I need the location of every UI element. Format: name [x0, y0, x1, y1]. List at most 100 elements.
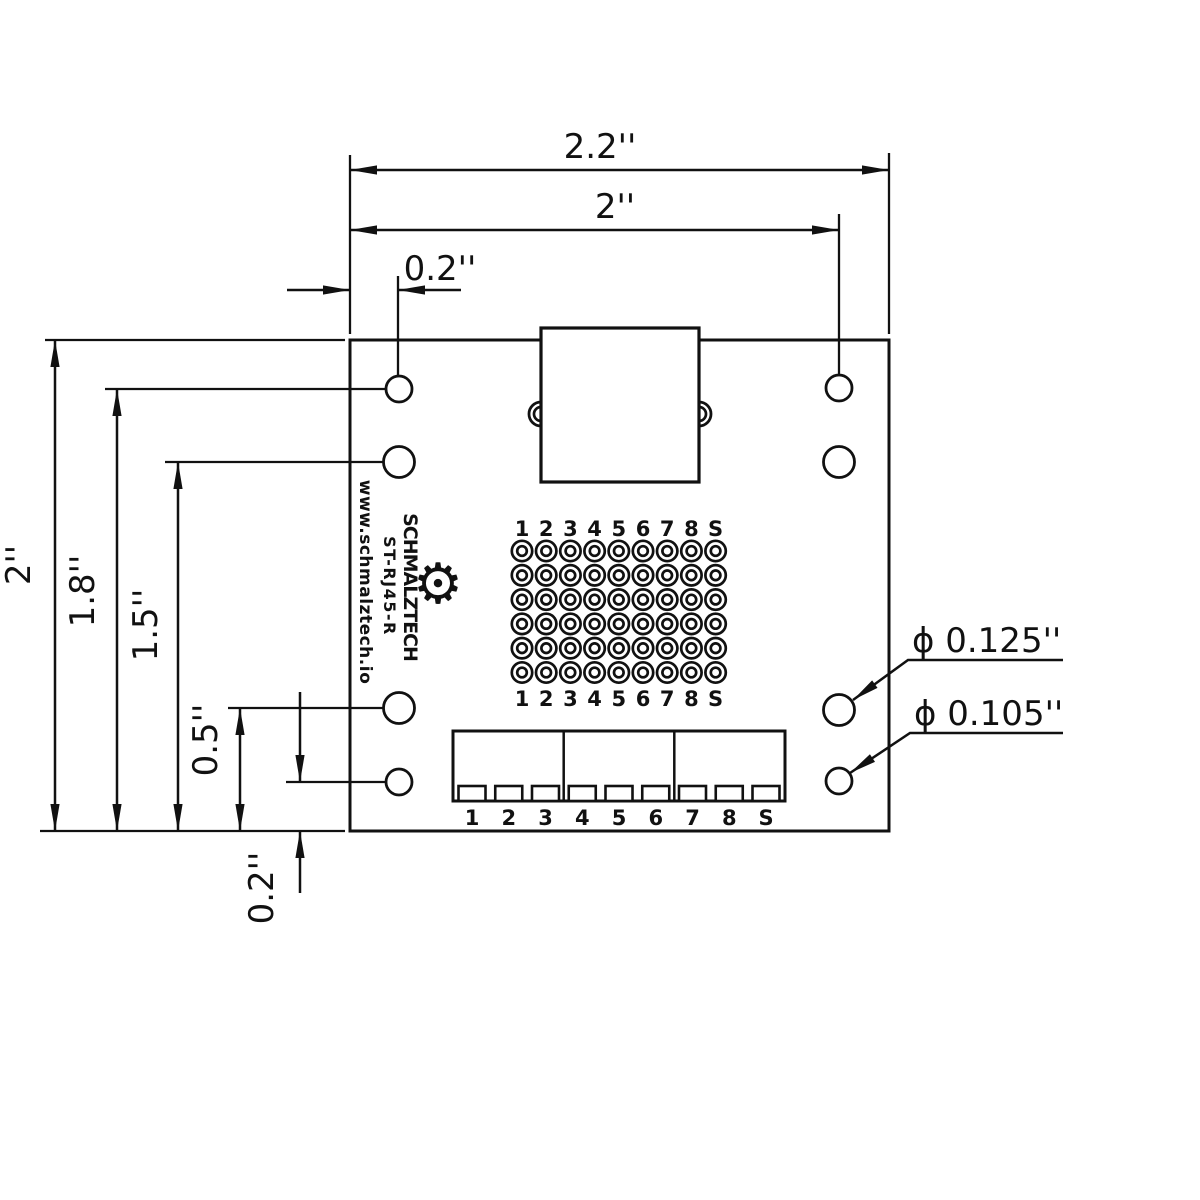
through-hole-pad: [515, 617, 529, 631]
through-hole-pad: [558, 539, 582, 563]
through-hole-pad: [631, 612, 655, 636]
through-hole-pad: [564, 617, 577, 631]
mounting-hole-large: [382, 445, 416, 479]
pad-label: 8: [684, 517, 699, 541]
through-hole-pad: [588, 617, 601, 631]
pad-label: 6: [648, 806, 663, 830]
through-hole-pad: [612, 569, 625, 582]
through-hole-pad: [709, 617, 722, 631]
callout-leader-small-hole: [849, 731, 1063, 775]
through-hole-pad: [558, 636, 582, 660]
through-hole-pad: [564, 593, 577, 606]
through-hole-pad: [704, 660, 728, 685]
pad-label: 2: [539, 687, 554, 711]
through-hole-pad: [583, 636, 607, 660]
through-hole-pad: [704, 636, 728, 660]
through-hole-pad: [588, 666, 601, 679]
dim-label-hole-span: 2'': [595, 187, 635, 227]
through-hole-pad: [588, 593, 601, 606]
through-hole-pad: [679, 636, 703, 660]
through-hole-pad: [655, 660, 679, 685]
through-hole-pad: [583, 539, 607, 563]
through-hole-pad: [583, 588, 607, 612]
through-hole-pad: [583, 563, 607, 587]
mounting-hole-large: [382, 691, 416, 725]
through-hole-pad: [704, 588, 728, 612]
dim-label-row3-height: 0.5'': [186, 704, 226, 777]
terminal-pad: [604, 784, 634, 803]
through-hole-pad: [515, 544, 529, 558]
pad-label: 6: [636, 517, 651, 541]
through-hole-pad: [510, 563, 534, 587]
pad-label: 7: [660, 687, 675, 711]
through-hole-pad: [588, 569, 601, 582]
mounting-hole-large: [822, 445, 856, 479]
through-hole-pad: [631, 563, 655, 587]
through-hole-pad: [636, 642, 650, 655]
through-hole-pad: [636, 593, 650, 606]
through-hole-pad: [655, 612, 679, 636]
pad-label: 1: [465, 806, 480, 830]
pad-label: 3: [563, 517, 578, 541]
through-hole-pad: [679, 660, 703, 685]
through-hole-pad: [612, 593, 625, 606]
through-hole-pad: [515, 569, 529, 582]
through-hole-pad: [636, 569, 650, 582]
through-hole-pad: [655, 636, 679, 660]
through-hole-pad: [540, 642, 553, 655]
through-hole-pad: [540, 544, 553, 558]
through-hole-pad: [661, 642, 674, 655]
silkscreen-url: www.schmalztech.io: [355, 480, 375, 685]
silkscreen-brand: SCHMALZTECH: [399, 513, 421, 661]
pad-label: 4: [587, 517, 602, 541]
dimension-lines: [50, 165, 889, 893]
dim-label-row1-height: 1.8'': [63, 555, 103, 628]
through-hole-pad: [631, 636, 655, 660]
terminal-pad: [751, 784, 781, 803]
through-hole-pad: [607, 588, 631, 612]
pad-label: 3: [538, 806, 553, 830]
terminal-pad: [567, 784, 598, 803]
through-hole-pad: [564, 544, 577, 558]
gear-logo-icon: ⚙: [413, 552, 463, 617]
through-hole-pad: [607, 636, 631, 660]
through-hole-pad: [558, 563, 582, 587]
through-hole-pad: [510, 539, 534, 563]
dim-label-bottom-offset: 0.2'': [242, 852, 282, 925]
through-hole-pad: [588, 544, 601, 558]
through-hole-pad: [685, 593, 698, 606]
through-hole-pad: [558, 612, 582, 636]
through-hole-pad: [636, 666, 650, 679]
through-hole-pad: [510, 660, 534, 685]
callout-leader-large-hole: [852, 658, 1063, 702]
hole-callouts: ϕ 0.125'' ϕ 0.105'': [849, 621, 1063, 775]
mounting-hole-small: [384, 374, 414, 404]
through-hole-pad: [661, 593, 674, 606]
dim-label-row2-height: 1.5'': [126, 589, 166, 662]
through-hole-pad: [607, 660, 631, 685]
terminal-pad: [677, 784, 708, 803]
pad-label: 5: [611, 687, 626, 711]
through-hole-pad: [679, 612, 703, 636]
silkscreen-part-number: ST-RJ45-R: [380, 536, 399, 636]
terminal-pad: [640, 784, 671, 803]
through-hole-pad: [709, 666, 722, 679]
terminal-pad: [530, 784, 561, 803]
mounting-hole-small: [384, 767, 414, 797]
callout-label-large-hole: ϕ 0.125'': [912, 621, 1061, 661]
through-hole-pad: [685, 617, 698, 631]
pad-label: 5: [612, 806, 627, 830]
terminal-pad: [457, 784, 487, 803]
through-hole-pad: [709, 642, 722, 655]
through-hole-pad: [661, 666, 674, 679]
pad-label: 4: [575, 806, 590, 830]
pad-label: 3: [563, 687, 578, 711]
through-hole-pad: [655, 563, 679, 587]
dim-label-overall-height: 2'': [0, 545, 39, 585]
pad-label: S: [708, 517, 723, 541]
extension-lines: [40, 153, 891, 833]
